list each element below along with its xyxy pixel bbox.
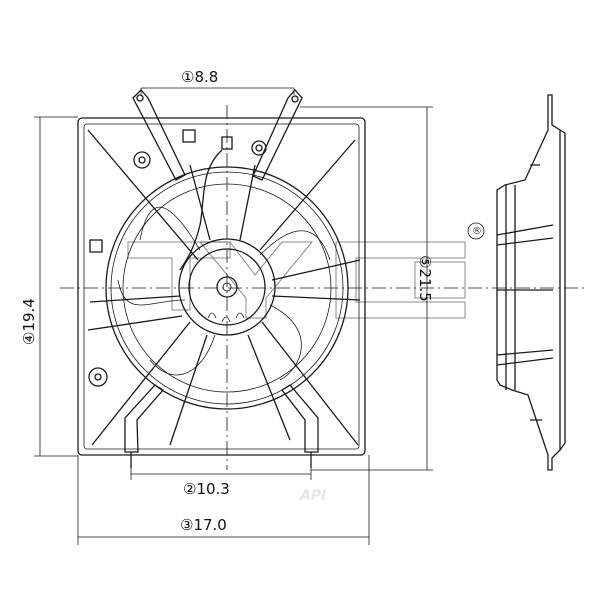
dimension-label-1: ①8.8 — [181, 68, 218, 86]
dimension-label-3: ③17.0 — [180, 516, 227, 534]
tyc-logo-watermark — [127, 241, 466, 319]
top-brackets — [132, 89, 303, 181]
registered-mark: ® — [472, 226, 482, 237]
side-view — [496, 94, 566, 471]
support-spokes — [87, 129, 361, 446]
dimension-label-2: ②10.3 — [183, 480, 230, 498]
shroud-frame — [77, 117, 366, 456]
fan-blades — [117, 206, 331, 381]
mounting-bosses — [88, 129, 267, 387]
dimension-label-4: ④19.4 — [20, 298, 38, 345]
bottom-brackets — [124, 384, 319, 468]
registered-circle — [467, 222, 485, 240]
dimension-label-5: ⑤21.5 — [416, 255, 434, 302]
dimension-lines — [34, 87, 433, 545]
corner-watermark: API — [299, 488, 326, 504]
